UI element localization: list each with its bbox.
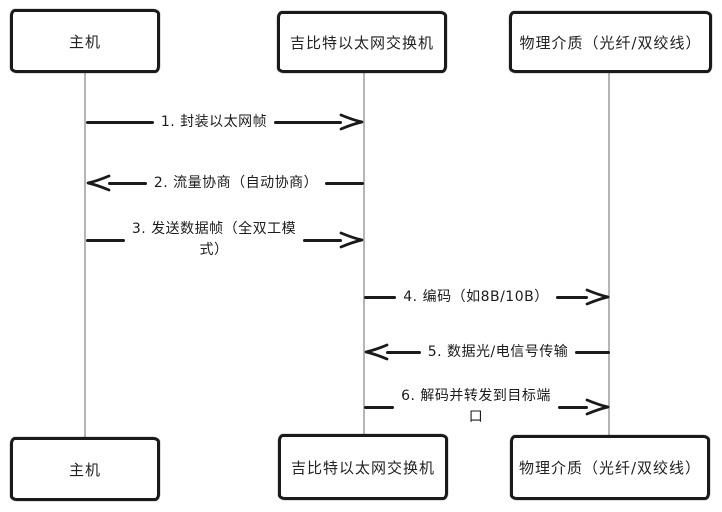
message-line — [108, 181, 147, 185]
message-label: 1. 封装以太网帧 — [160, 113, 268, 130]
message-line — [557, 405, 588, 409]
message-label: 4. 编码（如8B/10B） — [403, 288, 549, 305]
message-line — [386, 350, 421, 354]
message-line — [86, 238, 125, 242]
actor-box-host-bottom: 主机 — [10, 437, 160, 501]
message-line — [303, 238, 342, 242]
message-2-flow-negotiation: 2. 流量协商（自动协商） — [86, 171, 364, 195]
message-label: 3. 发送数据帧（全双工模 式） — [131, 221, 297, 258]
message-4-encoding: 4. 编码（如8B/10B） — [364, 285, 610, 309]
lifeline-switch — [363, 73, 365, 437]
message-1-encapsulate-frame: 1. 封装以太网帧 — [86, 110, 364, 134]
message-6-decode-forward: 6. 解码并转发到目标端 口 — [364, 385, 610, 429]
message-line — [364, 295, 397, 299]
actor-box-switch-top: 吉比特以太网交换机 — [277, 11, 447, 73]
actor-label-host-bottom: 主机 — [68, 460, 101, 479]
message-line — [86, 120, 154, 124]
message-5-signal-transmission: 5. 数据光/电信号传输 — [364, 340, 610, 364]
lifeline-medium — [608, 73, 610, 437]
arrowhead-right-icon — [585, 288, 610, 306]
actor-label-host-top: 主机 — [68, 32, 101, 51]
message-line — [575, 350, 610, 354]
actor-box-medium-top: 物理介质（光纤/双绞线） — [509, 11, 712, 73]
message-line — [555, 295, 588, 299]
message-label: 5. 数据光/电信号传输 — [427, 343, 569, 360]
message-line — [274, 120, 342, 124]
arrowhead-right-icon — [339, 231, 364, 249]
arrowhead-left-icon — [86, 174, 111, 192]
actor-box-medium-bottom: 物理介质（光纤/双绞线） — [510, 435, 710, 500]
lifeline-host — [84, 73, 86, 437]
message-label: 2. 流量协商（自动协商） — [153, 174, 319, 191]
message-label: 6. 解码并转发到目标端 口 — [401, 388, 551, 425]
message-line — [325, 181, 364, 185]
actor-box-switch-bottom: 吉比特以太网交换机 — [278, 434, 448, 500]
arrowhead-right-icon — [339, 113, 364, 131]
message-3-send-data-frame: 3. 发送数据帧（全双工模 式） — [86, 218, 364, 262]
actor-box-host-top: 主机 — [10, 9, 160, 73]
message-line — [364, 405, 395, 409]
actor-label-switch-top: 吉比特以太网交换机 — [289, 33, 434, 52]
actor-label-medium-bottom: 物理介质（光纤/双绞线） — [518, 459, 702, 477]
arrowhead-right-icon — [585, 398, 610, 416]
actor-label-switch-bottom: 吉比特以太网交换机 — [290, 458, 435, 477]
arrowhead-left-icon — [364, 343, 389, 361]
actor-label-medium-top: 物理介质（光纤/双绞线） — [519, 33, 702, 52]
